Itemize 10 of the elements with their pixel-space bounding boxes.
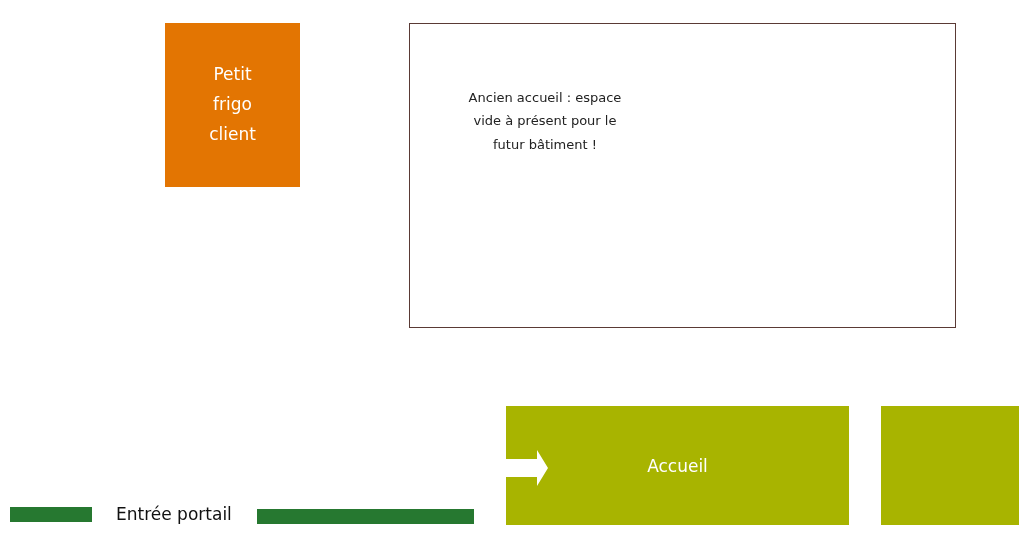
wall-bar [10,507,92,522]
reception-box [506,406,849,525]
wall-bar [257,509,474,524]
building-box [409,23,956,328]
node-label: Accueil [647,455,708,476]
node-label: Petit frigo client [208,63,257,146]
fridge-box [165,23,300,187]
building-box [881,406,1019,525]
node-label: Ancien accueil : espace vide à présent pour le futur bâtiment ! [467,89,623,154]
gate-label: Entrée portail [116,504,232,524]
